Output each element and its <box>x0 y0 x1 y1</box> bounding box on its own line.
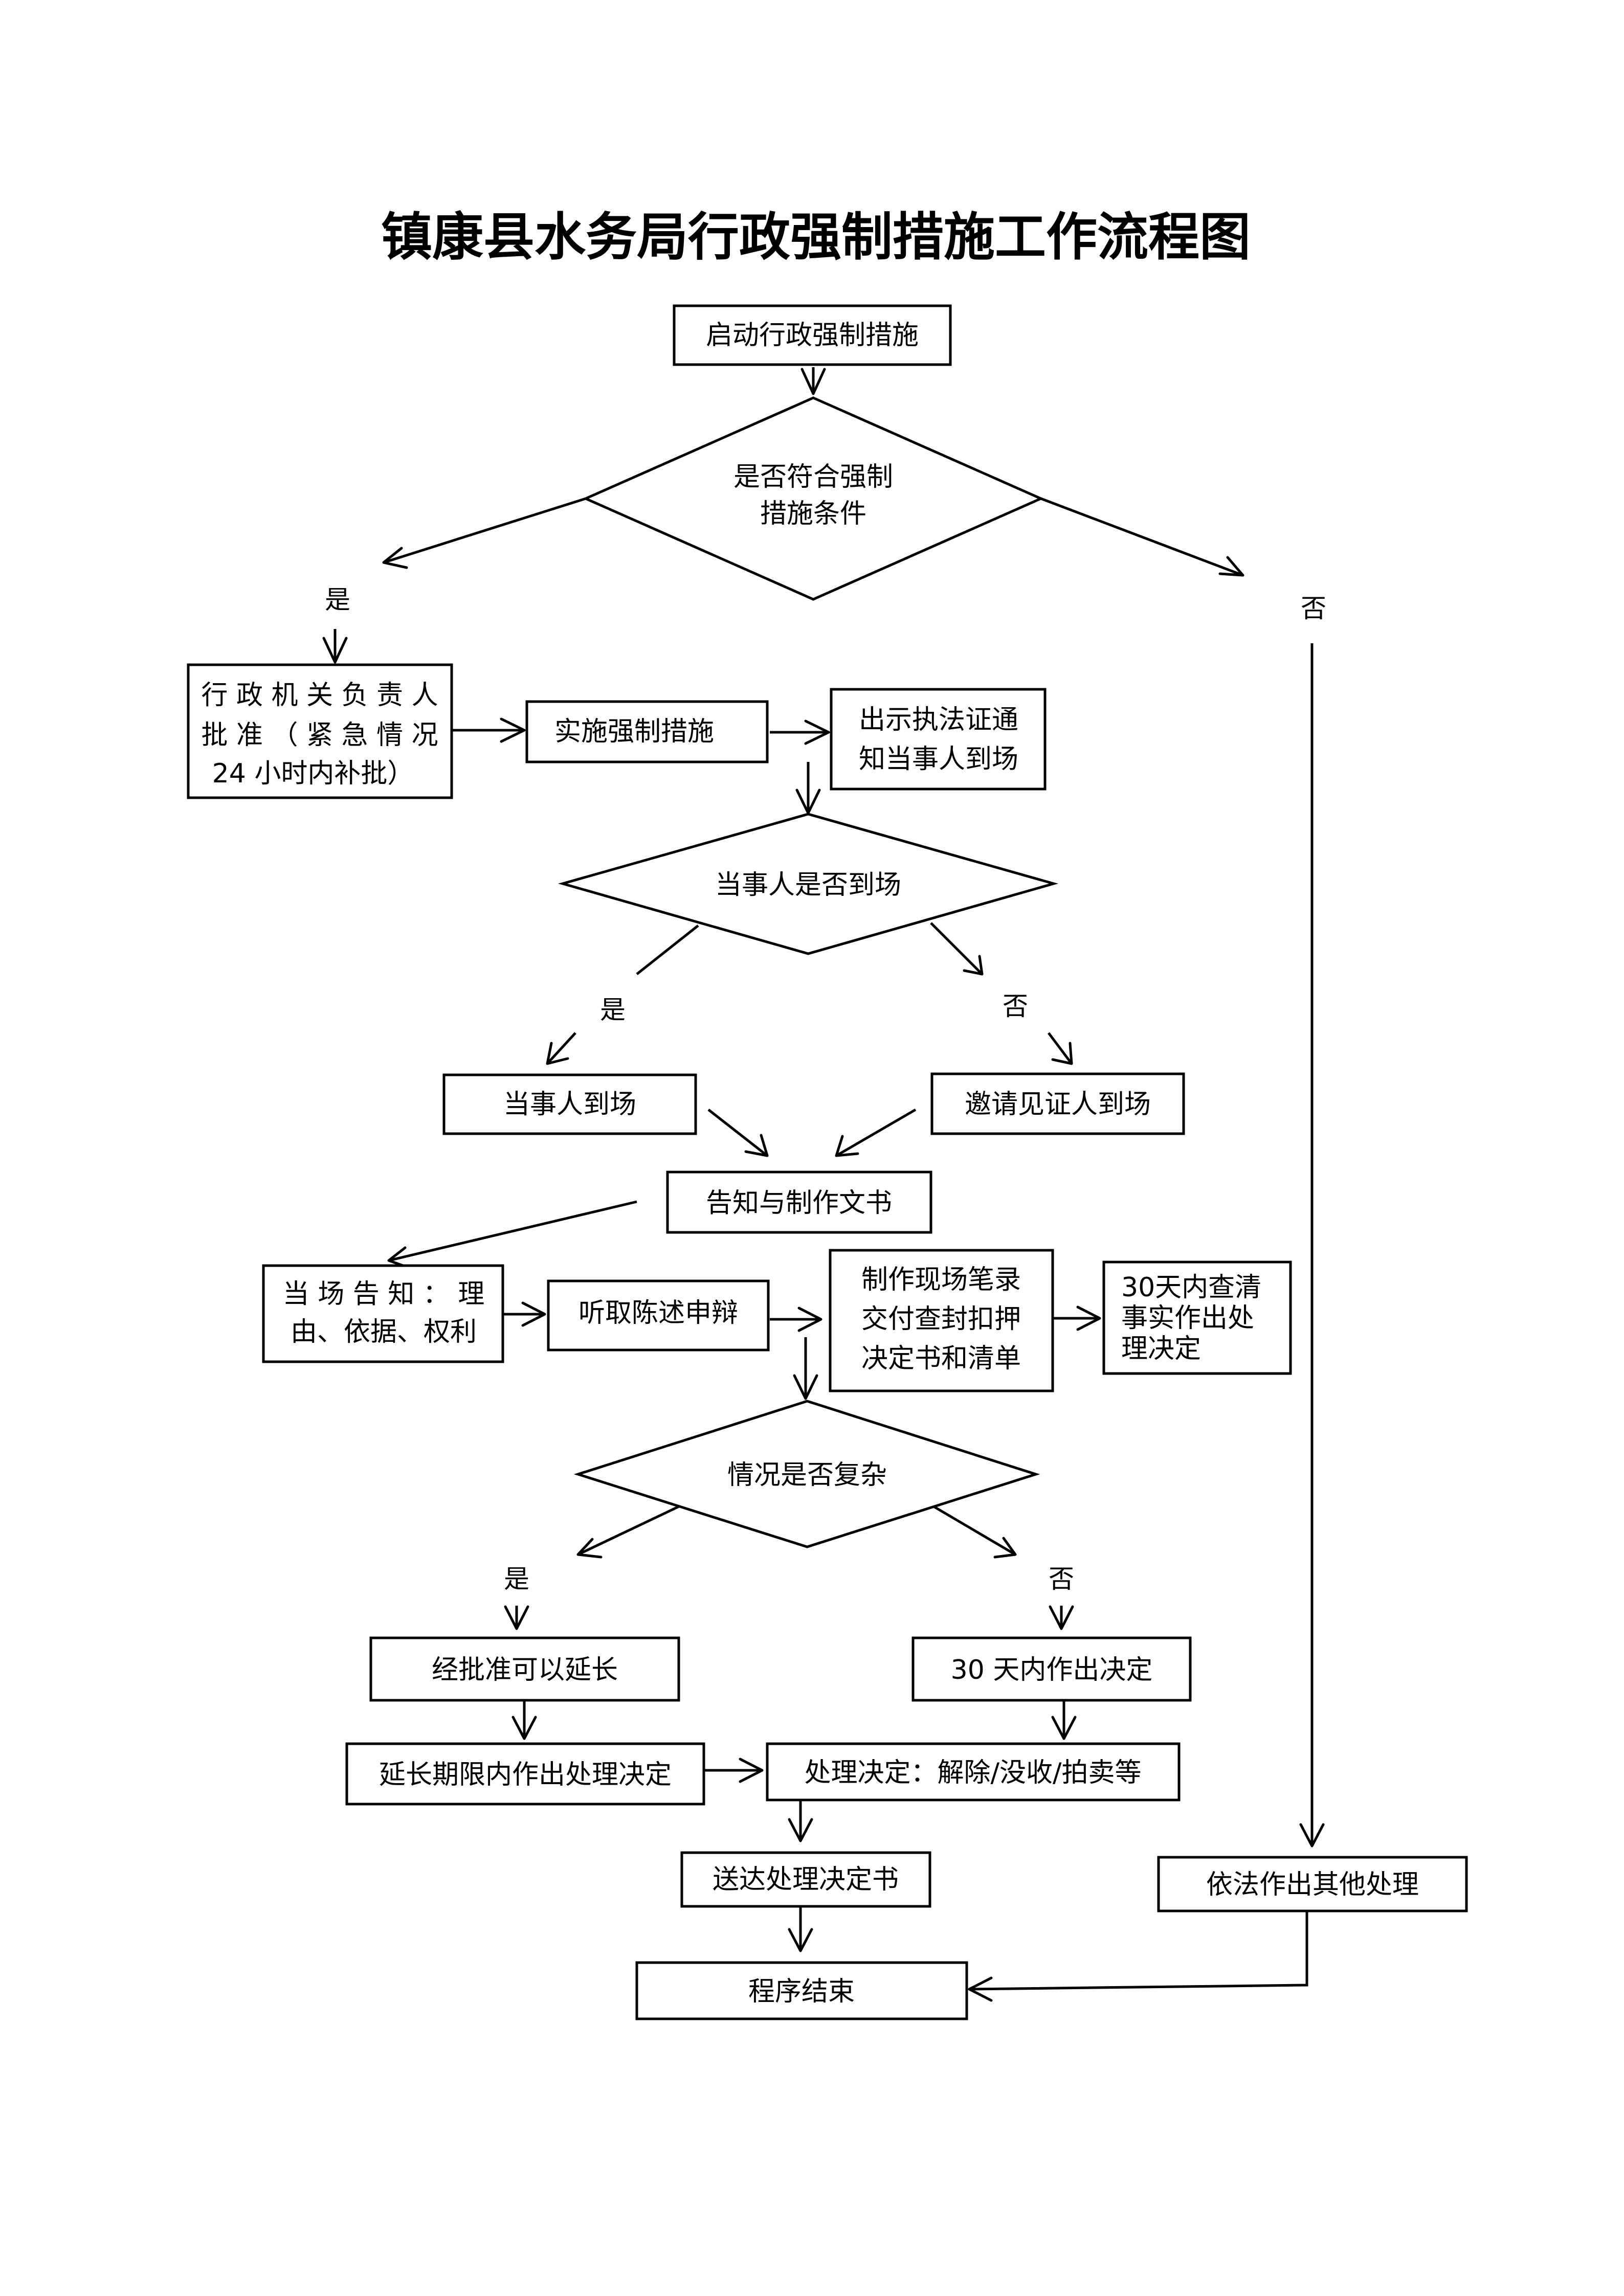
box-decide-within-30: 30 天内作出决定 <box>911 1636 1192 1702</box>
arrowhead-icon <box>788 1928 813 1952</box>
arrowhead-icon <box>739 1758 764 1783</box>
box-extended-decision-label: 延长期限内作出处理决定 <box>379 1760 672 1790</box>
box-inform-onsite: 当 场 告 知 ： 理 由、依据、权利 <box>262 1264 504 1363</box>
box-make-record-line1: 制作现场笔录 <box>861 1265 1021 1295</box>
box-show-cert-line2: 知当事人到场 <box>859 744 1018 775</box>
decision-cond1: 是否符合强制 措施条件 <box>582 396 1044 601</box>
box-decide-30-line2: 事实作出处 <box>1121 1303 1254 1334</box>
box-decide-within-30-label: 30 天内作出决定 <box>951 1655 1153 1685</box>
edge-cond1-yes <box>383 497 586 564</box>
box-extend-label: 经批准可以延长 <box>432 1655 618 1685</box>
box-make-record: 制作现场笔录 交付查封扣押 决定书和清单 <box>829 1249 1054 1392</box>
page-title: 镇康县水务局行政强制措施工作流程图 <box>381 207 1251 267</box>
edge-inform-onsite <box>388 1200 637 1262</box>
box-show-cert-line1: 出示执法证通 <box>859 705 1018 735</box>
arrowhead-icon <box>835 1135 859 1157</box>
edge-cond1-no <box>1040 497 1243 577</box>
arrowheads <box>322 368 1325 2002</box>
arrowhead-icon <box>500 717 526 743</box>
label-yes-cond3: 是 <box>504 1564 529 1594</box>
decision-cond1-line2: 措施条件 <box>760 499 866 529</box>
box-inform-onsite-line2: 由、依据、权利 <box>291 1317 477 1347</box>
edge-party-inform <box>707 1109 768 1157</box>
box-decide-30-line3: 理决定 <box>1121 1334 1201 1364</box>
box-make-record-line3: 决定书和清单 <box>861 1343 1021 1374</box>
arrowhead-icon <box>576 1538 603 1559</box>
arrowhead-icon <box>322 637 348 664</box>
arrowhead-icon <box>968 1976 993 2002</box>
box-hear-defense: 听取陈述申辩 <box>547 1279 770 1352</box>
decision-cond3: 情况是否复杂 <box>573 1400 1040 1548</box>
box-start: 启动行政强制措施 <box>673 304 952 366</box>
box-party-present: 当事人到场 <box>442 1073 697 1135</box>
box-hear-defense-label: 听取陈述申辩 <box>579 1298 738 1329</box>
box-party-present-label: 当事人到场 <box>503 1089 636 1120</box>
arrowhead-icon <box>382 547 408 569</box>
box-other-handling-label: 依法作出其他处理 <box>1206 1870 1419 1900</box>
box-inform-onsite-line1: 当 场 告 知 ： 理 <box>283 1279 485 1310</box>
box-other-handling: 依法作出其他处理 <box>1157 1856 1468 1912</box>
box-deliver-label: 送达处理决定书 <box>713 1864 899 1895</box>
edge-other-end <box>969 1902 1308 1991</box>
box-end: 程序结束 <box>635 1961 968 2020</box>
arrowhead-icon <box>963 955 984 976</box>
box-start-label: 启动行政强制措施 <box>706 320 919 351</box>
box-decide-30: 30天内查清 事实作出处 理决定 <box>1102 1260 1292 1375</box>
arrowhead-icon <box>744 1134 769 1157</box>
box-approve-line3: 24 小时内补批） <box>212 758 414 789</box>
box-approve: 行 政 机 关 负 责 人 批 准 （ 紧 急 情 况 24 小时内补批） <box>187 663 453 799</box>
box-end-label: 程序结束 <box>748 1976 855 2007</box>
edge-yeslabel2-party <box>546 1032 576 1065</box>
arrowhead-icon <box>1076 1305 1101 1331</box>
arrowhead-icon <box>546 1042 569 1065</box>
edge-nolabel2-witness <box>1048 1032 1073 1065</box>
box-handle-decision-label: 处理决定：解除/没收/拍卖等 <box>804 1758 1141 1788</box>
arrowhead-icon <box>788 1818 813 1842</box>
arrowhead-icon <box>993 1537 1017 1559</box>
decision-cond3-label: 情况是否复杂 <box>727 1460 887 1491</box>
box-handle-decision: 处理决定：解除/没收/拍卖等 <box>766 1742 1181 1802</box>
edge-witness-inform <box>835 1108 917 1157</box>
edge-cond3-no <box>927 1502 1016 1556</box>
box-deliver: 送达处理决定书 <box>680 1851 931 1908</box>
arrowhead-icon <box>511 1716 537 1740</box>
arrowhead-icon <box>521 1301 546 1327</box>
box-decide-30-line1: 30天内查清 <box>1121 1272 1261 1303</box>
arrowhead-icon <box>1218 556 1244 577</box>
arrowhead-icon <box>793 1374 818 1400</box>
box-approve-line2: 批 准 （ 紧 急 情 况 <box>201 720 438 751</box>
box-inform-docs: 告知与制作文书 <box>666 1170 932 1234</box>
arrowhead-icon <box>1299 1823 1325 1848</box>
arrowhead-icon <box>800 368 826 395</box>
edge-cond3-yes <box>577 1502 686 1556</box>
box-show-cert: 出示执法证通 知当事人到场 <box>830 688 1047 791</box>
label-no-cond1: 否 <box>1301 594 1326 623</box>
edges <box>333 367 1314 1991</box>
box-extend: 经批准可以延长 <box>369 1636 680 1702</box>
box-extended-decision: 延长期限内作出处理决定 <box>345 1742 705 1806</box>
arrowhead-icon <box>504 1605 529 1630</box>
arrowhead-icon <box>1051 1716 1077 1740</box>
label-yes-cond1: 是 <box>325 585 350 615</box>
label-yes-cond2: 是 <box>600 995 626 1025</box>
decision-cond2: 当事人是否到场 <box>558 813 1059 955</box>
arrowhead-icon <box>804 719 830 745</box>
arrowhead-icon <box>1049 1605 1074 1630</box>
box-inform-docs-label: 告知与制作文书 <box>706 1188 892 1219</box>
edge-cond2-no <box>930 922 983 975</box>
box-invite-witness: 邀请见证人到场 <box>930 1072 1185 1135</box>
label-no-cond2: 否 <box>1003 992 1028 1021</box>
box-approve-line1: 行 政 机 关 负 责 人 <box>201 680 438 711</box>
box-invite-witness-label: 邀请见证人到场 <box>965 1089 1151 1120</box>
arrowhead-icon <box>1051 1042 1073 1065</box>
arrowhead-icon <box>797 1307 822 1332</box>
box-implement-label: 实施强制措施 <box>554 716 714 747</box>
decision-cond1-line1: 是否符合强制 <box>733 462 893 492</box>
box-make-record-line2: 交付查封扣押 <box>861 1304 1021 1335</box>
decision-cond2-label: 当事人是否到场 <box>715 870 901 901</box>
label-no-cond3: 否 <box>1049 1564 1074 1594</box>
box-implement: 实施强制措施 <box>525 700 769 763</box>
edge-cond2-yes <box>636 925 699 975</box>
